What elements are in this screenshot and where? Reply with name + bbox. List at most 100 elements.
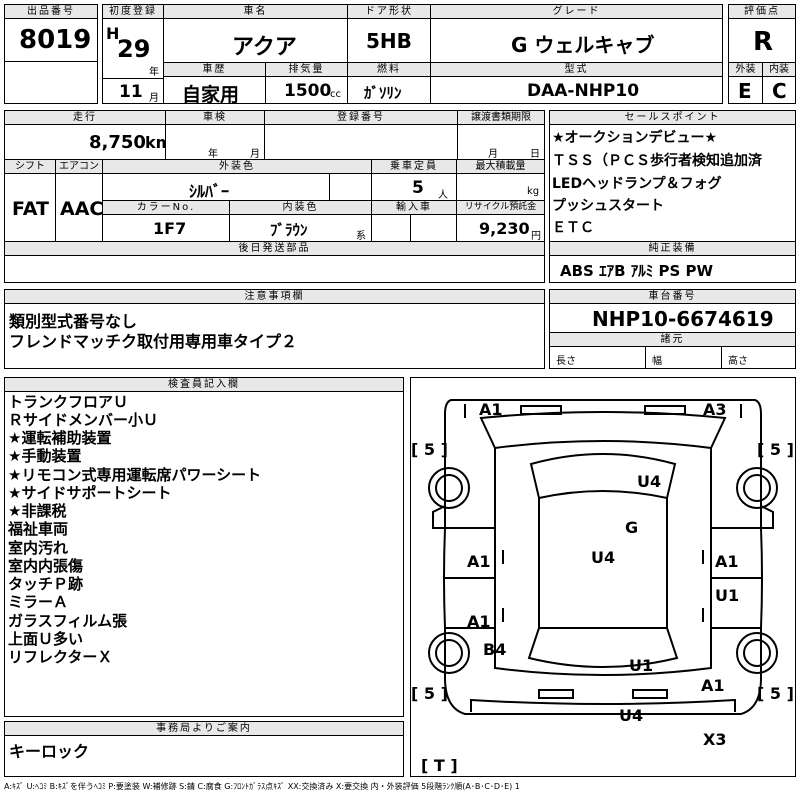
intcolor-cell: ﾌﾞﾗｳﾝ 系 <box>229 214 372 242</box>
recycle-unit: 円 <box>531 231 541 242</box>
transfer-day-unit: 日 <box>530 149 540 160</box>
damage-mark: A1 <box>467 612 491 631</box>
damage-mark: A1 <box>715 552 739 571</box>
ac-value: AAC <box>60 198 104 220</box>
intcolor-unit: 系 <box>356 231 366 242</box>
inspection-label: 車検 <box>165 110 265 125</box>
grade-value: G ウェルキャブ <box>511 33 655 57</box>
specs-label: 諸元 <box>549 332 796 347</box>
color-sub-cell <box>329 173 372 201</box>
damage-mark: A1 <box>467 552 491 571</box>
int-cell: C <box>762 76 796 104</box>
recycle-cell: 9,230 円 <box>456 214 545 242</box>
ext-cell: E <box>728 76 763 104</box>
inspector-line: 上面Ｕ多い <box>8 630 84 648</box>
inspector-line: リフレクターＸ <box>8 648 113 666</box>
era: H <box>106 24 120 43</box>
capacity-cell: 5 人 <box>371 173 457 201</box>
colorno-value: 1F7 <box>153 219 187 238</box>
history-value: 自家用 <box>182 84 240 106</box>
inspector-line: 室内汚れ <box>8 539 69 557</box>
history-label: 車歴 <box>163 62 266 77</box>
capacity-label: 乗車定員 <box>371 159 457 174</box>
mileage-cell: 8,750 km <box>4 124 172 160</box>
regno-label: 登録番号 <box>264 110 458 125</box>
shift-cell: FAT <box>4 173 56 242</box>
sales-point-line: ＴＳＳ（ＰＣＳ歩行者検知追加済 <box>552 153 762 169</box>
fuel-label: 燃料 <box>347 62 431 77</box>
spare-tire: [ T ] <box>421 756 458 775</box>
load-cell: kg <box>456 173 545 201</box>
car-name: アクア <box>232 35 297 60</box>
reg-label: 初度登録 <box>102 4 164 19</box>
office-box: キーロック <box>4 735 404 777</box>
recycle-value: 9,230 <box>479 219 530 238</box>
recycle-label: リサイクル預託金 <box>456 200 545 215</box>
sales-points-box <box>549 124 796 242</box>
inspector-line: ★リモコン式専用運転席パワーシート <box>8 466 262 484</box>
inspector-line: ★サイドサポートシート <box>8 484 172 502</box>
disp-cell: 1500 cc <box>265 76 348 104</box>
damage-diagram: A1 A3 U4 G U4 A1 A1 U1 A1 B4 U1 A1 U4 X3… <box>410 377 796 777</box>
damage-mark: A3 <box>703 400 727 419</box>
model-label: 型式 <box>430 62 723 77</box>
ext-label: 外装 <box>728 62 763 77</box>
door-label: ドア形状 <box>347 4 431 19</box>
reg-month: 11 <box>119 82 143 102</box>
regno-cell <box>264 124 458 160</box>
ac-cell: AAC <box>55 173 103 242</box>
inspector-line: トランクフロアＵ <box>8 393 129 411</box>
color-cell: ｼﾙﾊﾞｰ <box>102 173 330 201</box>
score-cell: R <box>728 18 796 63</box>
sales-point-line: ＥＴＣ <box>552 220 594 236</box>
disp-unit: cc <box>330 89 341 100</box>
inspector-line: Ｒサイドメンバー小Ｕ <box>8 411 159 429</box>
tire-tread-right-front: [ 5 ] <box>757 440 794 459</box>
reg-year: 29 <box>117 35 151 63</box>
damage-mark: A1 <box>701 676 725 695</box>
import-label: 輸入車 <box>371 200 457 215</box>
ext-grade: E <box>738 79 752 103</box>
door-type: 5HB <box>366 29 412 53</box>
insp-year-unit: 年 <box>208 149 218 160</box>
fuel-value: ｶﾞｿﾘﾝ <box>364 84 402 102</box>
inspector-line: ★非課税 <box>8 502 67 520</box>
car-outline <box>428 399 778 715</box>
month-unit: 月 <box>149 93 159 104</box>
capacity-value: 5 <box>412 178 424 198</box>
office-value: キーロック <box>9 742 90 761</box>
load-label: 最大積載量 <box>456 159 545 174</box>
transfer-cell: 月 日 <box>457 124 545 160</box>
inspector-box <box>4 391 404 717</box>
reg-year-cell: H 29 年 <box>102 18 164 79</box>
damage-mark: U1 <box>715 586 740 605</box>
score-label: 評価点 <box>728 4 796 19</box>
name-label: 車名 <box>163 4 348 19</box>
damage-legend: A:ｷｽﾞ U:ﾍｺﾐ B:ｷｽﾞを伴うﾍｺﾐ P:要塗装 W:補修跡 S:錆 … <box>4 782 520 791</box>
import-cell <box>371 214 457 242</box>
office-label: 事務局よりご案内 <box>4 721 404 736</box>
color-label: 外装色 <box>102 159 372 174</box>
inspection-cell: 年 月 <box>165 124 265 160</box>
inspector-line: タッチＰ跡 <box>8 575 84 593</box>
disp-value: 1500 <box>284 81 332 101</box>
inspector-line: ガラスフィルム張 <box>8 612 128 630</box>
name-cell: アクア <box>163 18 348 63</box>
later-parts-label: 後日発送部品 <box>4 241 545 256</box>
notes-label: 注意事項欄 <box>4 289 545 304</box>
spec-length: 長さ <box>556 356 576 367</box>
spec-width: 幅 <box>652 356 662 367</box>
damage-mark: B4 <box>483 640 507 659</box>
lot-number: 8019 <box>19 25 92 55</box>
equipment-label: 純正装備 <box>549 241 796 256</box>
load-unit: kg <box>527 186 540 197</box>
chassis-cell: NHP10-6674619 <box>549 303 796 333</box>
tire-tread-left-front: [ 5 ] <box>411 440 448 459</box>
equipment-cell: ABS ｴｱB ｱﾙﾐ PS PW <box>549 255 796 283</box>
colorno-cell: 1F7 <box>102 214 230 242</box>
fuel-cell: ｶﾞｿﾘﾝ <box>347 76 431 104</box>
shift-label: シフト <box>4 159 56 174</box>
transfer-month-unit: 月 <box>488 149 498 160</box>
reg-month-cell: 11 月 <box>102 78 164 104</box>
notes-box: 類別型式番号なし フレンドマッチク取付用専用車タイプ２ <box>4 303 545 369</box>
